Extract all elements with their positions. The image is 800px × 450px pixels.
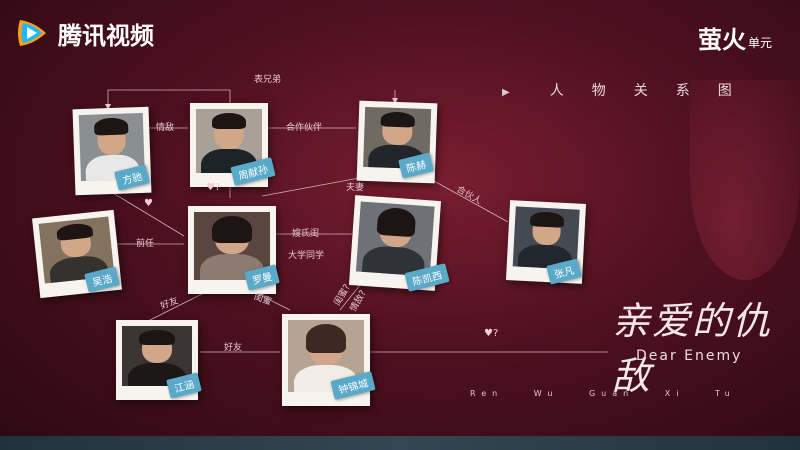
chart-heading: ▶ 人物关系图	[502, 80, 760, 100]
heading-text: 人物关系图	[549, 83, 760, 99]
wine-glass-decoration	[690, 80, 800, 280]
platform-name: 腾讯视频	[58, 21, 154, 50]
drama-title-cn: 亲爱的仇敌	[612, 299, 773, 398]
platform-logo: 腾讯视频	[12, 14, 154, 52]
series-brand-main: 萤火	[697, 26, 746, 54]
heart-icon: ♥	[144, 198, 153, 209]
heart-question-icon: ♥?	[484, 328, 499, 339]
character-card-luoman[interactable]	[188, 206, 276, 294]
series-brand: 萤火 单元	[698, 20, 772, 55]
tencent-video-logo-icon	[12, 14, 50, 52]
heart-question-icon: ♥?	[206, 182, 221, 193]
character-card-zhongjincheng[interactable]	[282, 314, 370, 406]
relation-label: 情敌	[156, 123, 175, 133]
series-brand-sub: 单元	[747, 36, 772, 50]
relation-label: 前任	[136, 239, 155, 249]
line-heart	[107, 189, 185, 237]
line-friend1	[149, 289, 211, 321]
heading-marker-icon: ▶	[502, 87, 510, 98]
bottom-strip	[0, 436, 800, 450]
drama-title-en: Dear Enemy	[636, 348, 743, 364]
line-associate	[424, 175, 509, 223]
relation-label: 嫂氏闺	[292, 229, 320, 239]
relation-label: 表兄弟	[254, 75, 282, 85]
relation-label: 好友	[224, 343, 243, 353]
line-spouse	[261, 175, 371, 197]
portrait	[355, 201, 435, 277]
relation-label: 合作伙伴	[286, 123, 323, 133]
relation-label: 夫妻	[346, 183, 365, 193]
portrait	[196, 109, 262, 173]
portrait	[194, 212, 270, 280]
pinyin-caption: Ren Wu Guan Xi Tu	[470, 389, 736, 398]
relation-label: 大学同学	[288, 251, 325, 261]
